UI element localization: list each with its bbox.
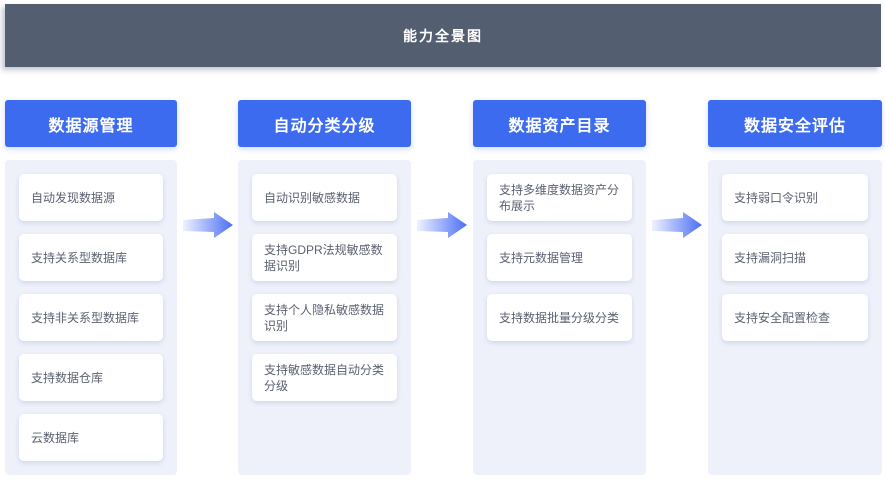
capability-card: 云数据库 (19, 414, 163, 461)
capability-card: 支持数据仓库 (19, 354, 163, 401)
column-panel: 自动发现数据源 支持关系型数据库 支持非关系型数据库 支持数据仓库 云数据库 (5, 160, 177, 475)
column-data-asset-catalog: 数据资产目录 支持多维度数据资产分布展示 支持元数据管理 支持数据批量分级分类 (473, 100, 646, 475)
column-data-source-management: 数据源管理 自动发现数据源 支持关系型数据库 支持非关系型数据库 支持数据仓库 … (5, 100, 177, 475)
arrow-right-icon (652, 212, 702, 238)
title-bar: 能力全景图 (5, 4, 881, 67)
capability-card: 支持非关系型数据库 (19, 294, 163, 341)
column-header-data-source-management: 数据源管理 (5, 100, 177, 147)
capability-card: 支持数据批量分级分类 (487, 294, 632, 341)
column-panel: 支持多维度数据资产分布展示 支持元数据管理 支持数据批量分级分类 (473, 160, 646, 475)
column-auto-classification: 自动分类分级 自动识别敏感数据 支持GDPR法规敏感数据识别 支持个人隐私敏感数… (238, 100, 411, 475)
capability-card: 支持元数据管理 (487, 234, 632, 281)
column-data-security-assessment: 数据安全评估 支持弱口令识别 支持漏洞扫描 支持安全配置检查 (708, 100, 882, 475)
capability-card: 支持漏洞扫描 (722, 234, 868, 281)
arrow-right-icon (417, 212, 467, 238)
capability-card: 支持弱口令识别 (722, 174, 868, 221)
capability-card: 支持个人隐私敏感数据识别 (252, 294, 397, 341)
page-title: 能力全景图 (403, 27, 483, 44)
capability-card: 支持敏感数据自动分类分级 (252, 354, 397, 401)
capability-card: 支持关系型数据库 (19, 234, 163, 281)
column-header-data-asset-catalog: 数据资产目录 (473, 100, 646, 147)
column-header-data-security-assessment: 数据安全评估 (708, 100, 882, 147)
capability-card: 支持安全配置检查 (722, 294, 868, 341)
capability-card: 支持多维度数据资产分布展示 (487, 174, 632, 221)
capability-card: 自动识别敏感数据 (252, 174, 397, 221)
column-header-auto-classification: 自动分类分级 (238, 100, 411, 147)
column-panel: 自动识别敏感数据 支持GDPR法规敏感数据识别 支持个人隐私敏感数据识别 支持敏… (238, 160, 411, 475)
arrow-right-icon (183, 212, 233, 238)
capability-card: 自动发现数据源 (19, 174, 163, 221)
capability-card: 支持GDPR法规敏感数据识别 (252, 234, 397, 281)
column-panel: 支持弱口令识别 支持漏洞扫描 支持安全配置检查 (708, 160, 882, 475)
